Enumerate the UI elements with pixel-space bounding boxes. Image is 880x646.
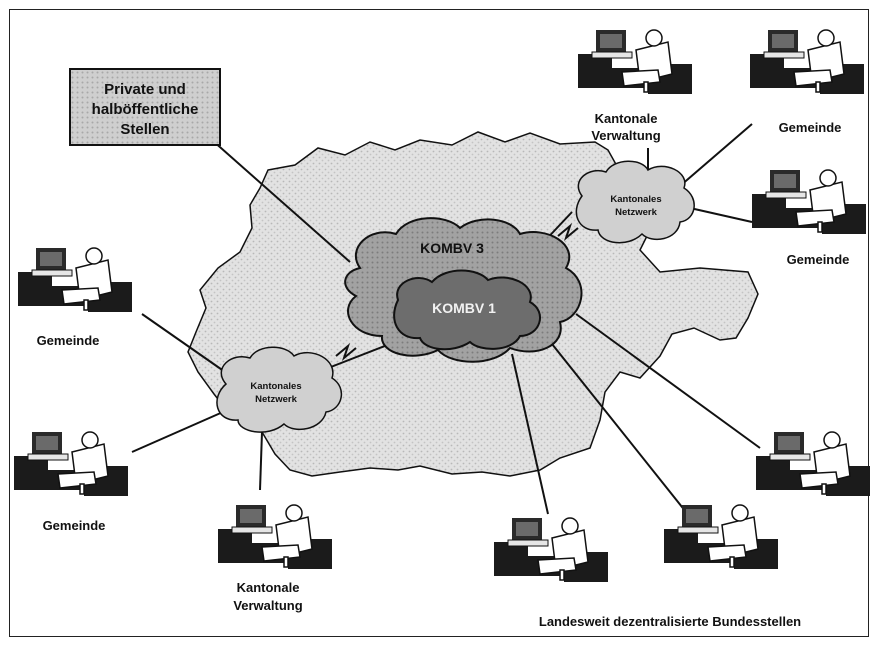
private-stellen-box: [69, 68, 221, 146]
kombv1-cloud: [393, 269, 541, 351]
workstation-kantonale-verwaltung-bottom: [217, 504, 333, 570]
kombv3-label: KOMBV 3: [420, 240, 484, 256]
kantonales-netzwerk-left-line-2: Netzwerk: [255, 394, 297, 405]
kantonale-verwaltung-bottom-line-2: Verwaltung: [233, 598, 302, 613]
workstation-gemeinde-left-lower: [13, 431, 129, 497]
workstation-gemeinde-left-upper: [17, 247, 133, 313]
kantonale-verwaltung-top-line-2: Verwaltung: [591, 128, 660, 143]
kantonales-netzwerk-left-line-1: Kantonales: [250, 381, 301, 392]
workstation-bundesstelle-3: [755, 431, 871, 497]
kantonales-netzwerk-right-cloud: [575, 160, 695, 244]
workstation-bundesstelle-2: [663, 504, 779, 570]
kantonale-verwaltung-bottom-line-1: Kantonale: [237, 580, 300, 595]
lightning-link-right: [557, 222, 579, 242]
private-stellen-line-3: Stellen: [120, 121, 169, 138]
workstation-bundesstelle-1: [493, 517, 609, 583]
kantonales-netzwerk-left-cloud: [216, 346, 343, 433]
gemeinde-mid-right-label: Gemeinde: [787, 252, 850, 267]
workstation-gemeinde-top-right: [749, 29, 865, 95]
gemeinde-top-right-label: Gemeinde: [779, 120, 842, 135]
kantonales-netzwerk-right-line-1: Kantonales: [610, 194, 661, 205]
kombv1-label: KOMBV 1: [432, 300, 496, 316]
workstation-kantonale-verwaltung-top: [577, 29, 693, 95]
kantonales-netzwerk-right-line-2: Netzwerk: [615, 207, 657, 218]
private-stellen-line-1: Private und: [104, 81, 186, 98]
gemeinde-left-upper-label: Gemeinde: [37, 333, 100, 348]
gemeinde-left-lower-label: Gemeinde: [43, 518, 106, 533]
lightning-link-left: [335, 342, 357, 362]
kantonale-verwaltung-top-line-1: Kantonale: [595, 111, 658, 126]
workstation-gemeinde-mid-right: [751, 169, 867, 235]
private-stellen-line-2: halböffentliche: [92, 101, 199, 118]
bundesstellen-label: Landesweit dezentralisierte Bundesstelle…: [539, 614, 801, 629]
